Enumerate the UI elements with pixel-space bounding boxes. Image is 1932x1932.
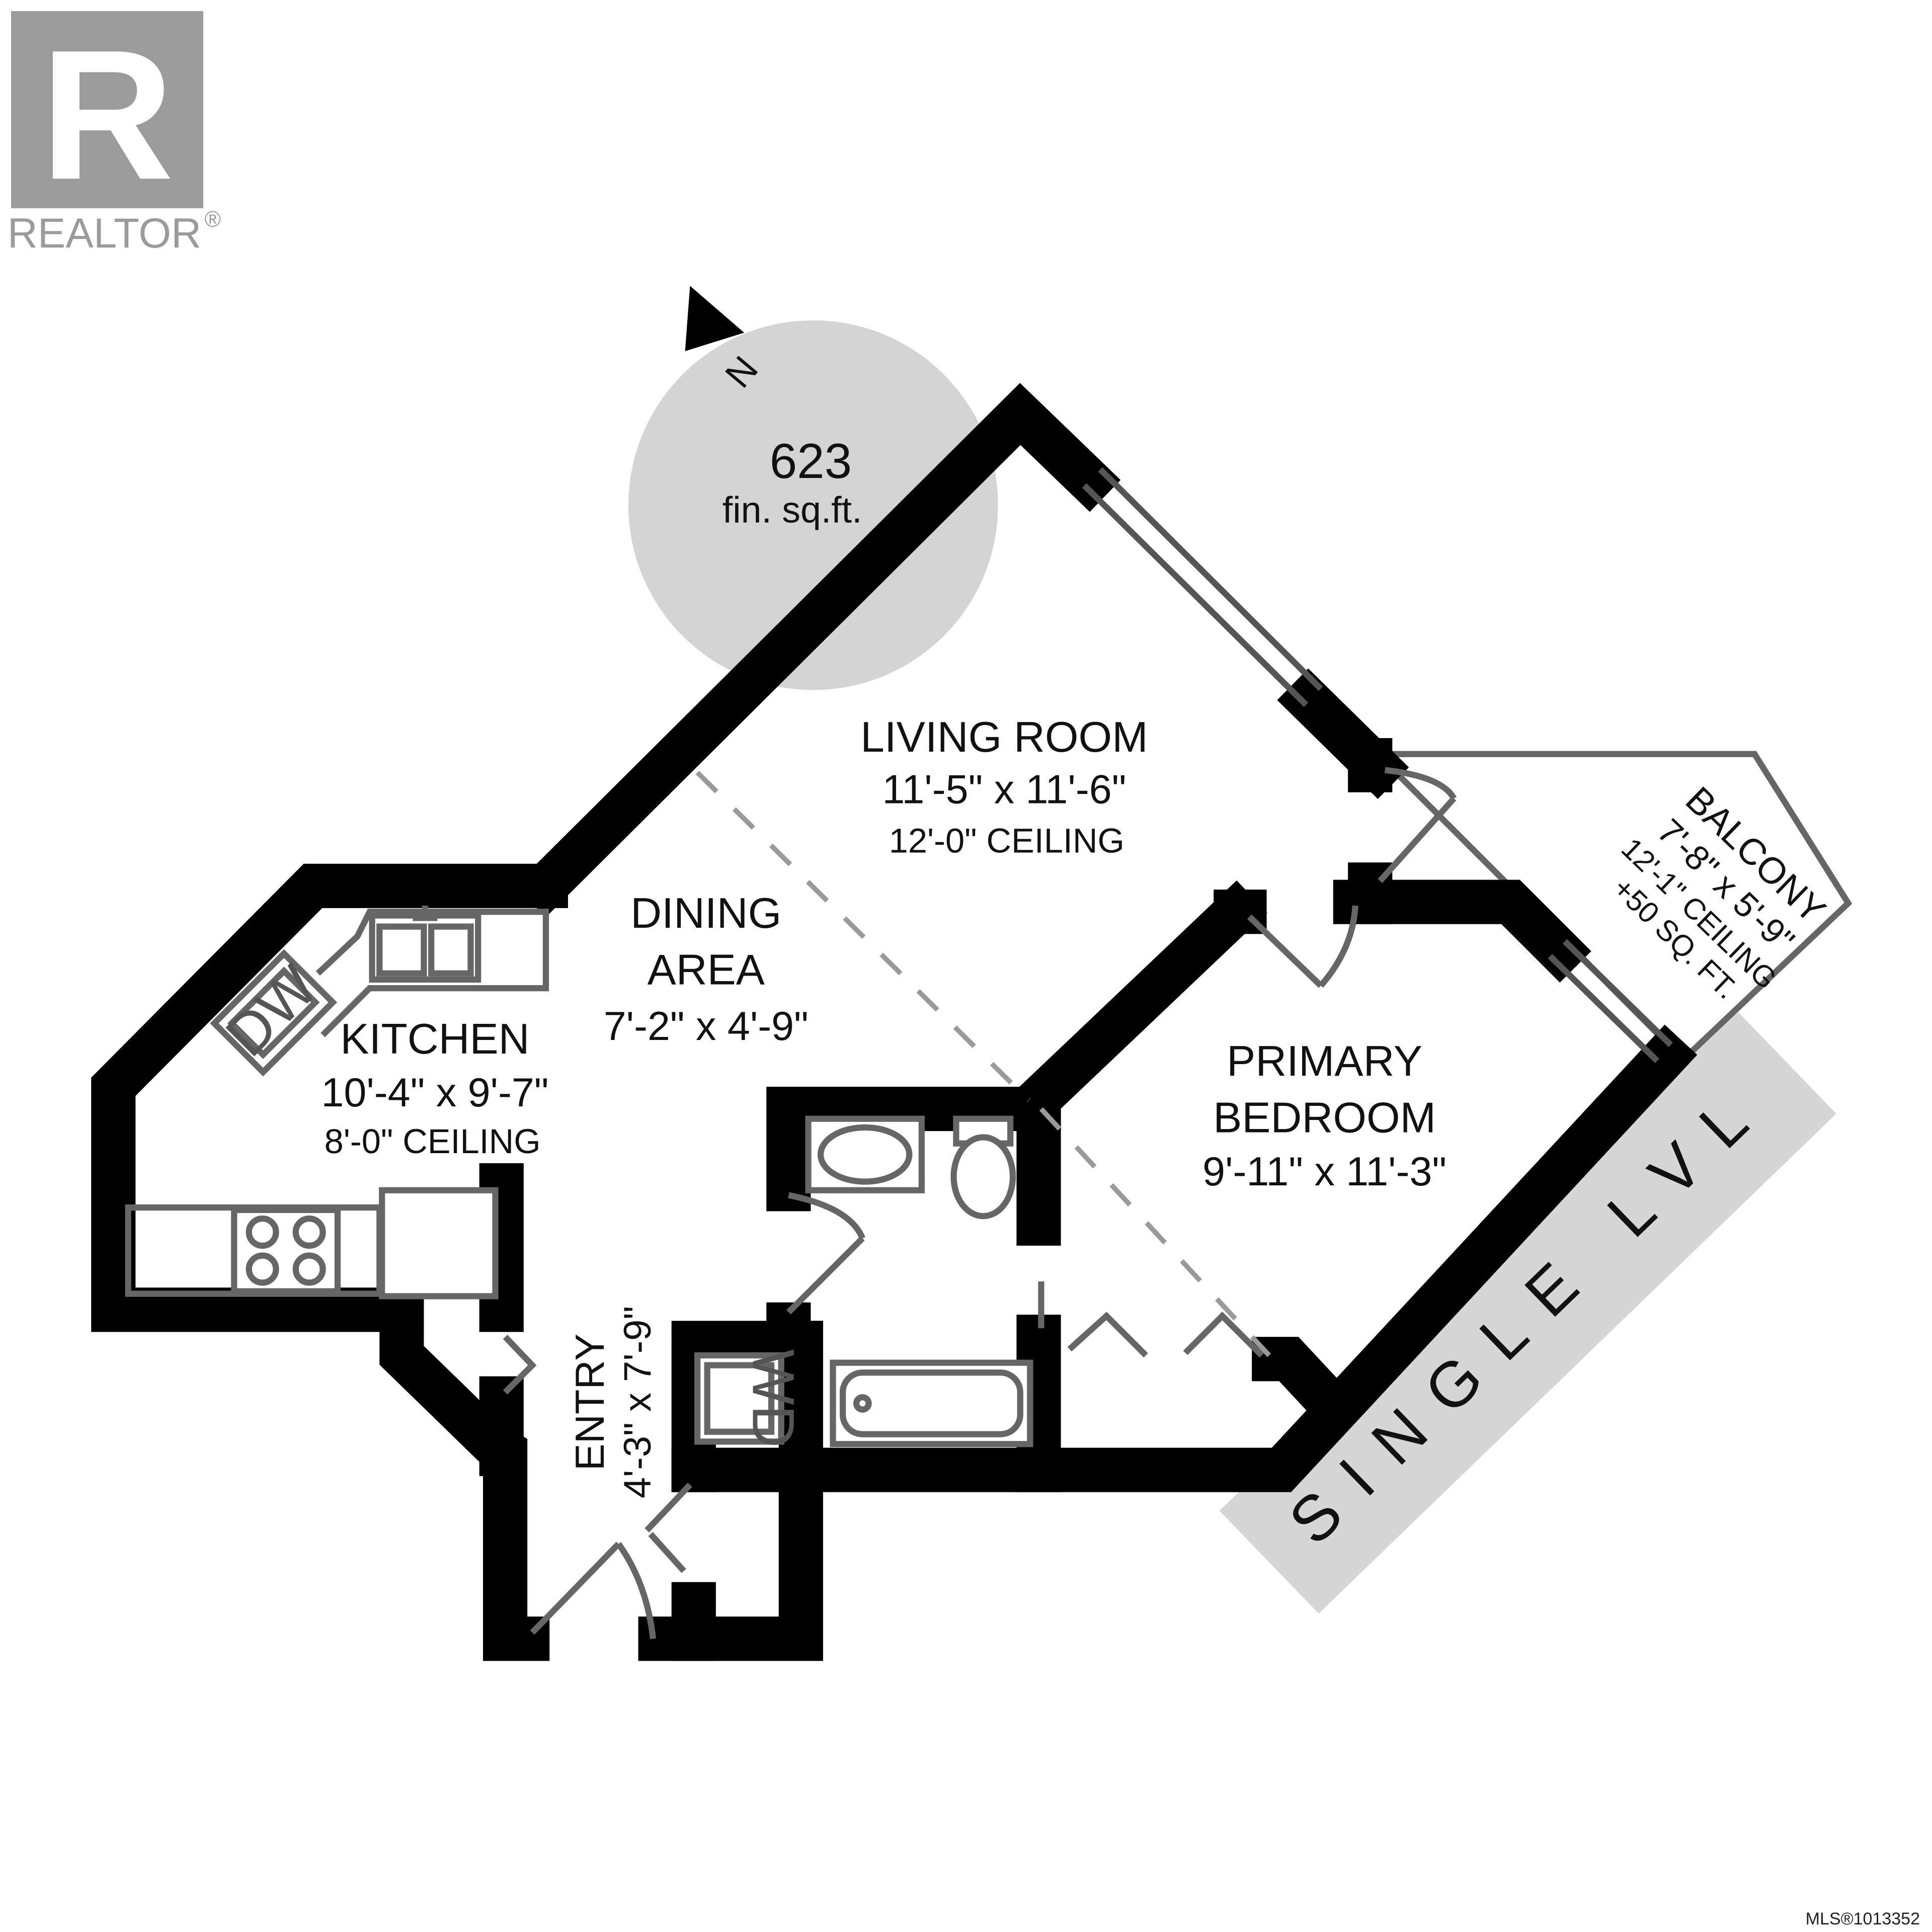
realtor-logo: R REALTOR ®	[8, 11, 221, 257]
wall-closet-stub	[1252, 1337, 1355, 1427]
bathroom-fixtures	[805, 1115, 1033, 1447]
kitchen-ceiling: 8'-0" CEILING	[325, 1122, 541, 1161]
bedroom-name-line2: BEDROOM	[1213, 1094, 1436, 1142]
vanity-sink-icon	[805, 1115, 925, 1193]
realtor-logo-box	[11, 11, 204, 208]
area-disc	[628, 320, 998, 690]
realtor-wordmark: REALTOR	[8, 210, 202, 257]
door-entry-swing	[616, 1542, 657, 1639]
wall-laundry	[671, 1321, 823, 1492]
door-storage-leaf-2	[648, 1532, 686, 1573]
area-unit: fin. sq.ft.	[722, 489, 862, 530]
door-bedroom-leaf	[1247, 914, 1323, 988]
window-living-2	[1098, 467, 1323, 691]
living-room-dimensions: 11'-5" x 11'-6"	[882, 767, 1126, 813]
door-bath-leaf	[786, 1236, 865, 1315]
door-entry-closet	[503, 1334, 537, 1395]
wall-bedroom-north	[1333, 879, 1591, 983]
window-bedroom-2	[1562, 939, 1673, 1048]
kitchen-upper-counter	[315, 909, 549, 1037]
bathtub-icon	[830, 1359, 1033, 1447]
entry-name: ENTRY	[568, 1334, 613, 1471]
door-bedroom-swing	[1318, 905, 1358, 988]
balcony-label: BALCONY 7'-8" x 5'-9" 12'-1" CEILING +50…	[1606, 778, 1834, 1005]
toilet-icon	[950, 1115, 1016, 1220]
divider-bedroom	[1039, 1107, 1271, 1357]
door-balcony-leaf	[1378, 796, 1457, 883]
fridge-icon	[379, 1187, 499, 1300]
living-room-name: LIVING ROOM	[860, 713, 1148, 761]
doors	[503, 767, 1457, 1639]
window-bedroom-1	[1548, 954, 1660, 1063]
washer-dryer-label: WD	[740, 1349, 806, 1448]
washer-dryer-icon: WD	[694, 1349, 806, 1448]
kitchen-name: KITCHEN	[340, 1015, 529, 1063]
sink-icon	[369, 906, 481, 983]
walls	[91, 383, 1698, 1661]
windows	[1082, 467, 1673, 1063]
wall-kitchen-exterior	[91, 863, 568, 1332]
compass: N 623 fin. sq.ft.	[628, 286, 998, 690]
mls-number: MLS®1013352	[1805, 1909, 1920, 1928]
north-arrow-icon	[685, 286, 745, 351]
entry-dimensions: 4'-3" x 7'-9"	[616, 1306, 659, 1498]
wall-south	[778, 1024, 1698, 1492]
level-banner-band	[1219, 1011, 1836, 1614]
stove-icon	[231, 1206, 341, 1295]
door-balcony-swing	[1384, 767, 1457, 800]
dining-name-line1: DINING	[630, 889, 781, 937]
wall-storage	[638, 1447, 823, 1661]
area-value: 623	[770, 433, 852, 489]
wall-living-nw	[514, 383, 1121, 918]
realtor-registered-mark: ®	[205, 207, 221, 232]
dining-name-line2: AREA	[648, 946, 765, 994]
wall-bathroom-north	[766, 1087, 1061, 1212]
window-living-1	[1082, 483, 1309, 707]
living-room-ceiling: 12'-0" CEILING	[889, 822, 1124, 860]
door-bath-swing	[788, 1192, 865, 1240]
bedroom-name-line1: PRIMARY	[1227, 1037, 1422, 1085]
door-entry-leaf	[530, 1542, 621, 1635]
room-dividers	[695, 771, 1271, 1357]
door-closet-bifold-1	[1067, 1312, 1148, 1358]
kitchen-dimensions: 10'-4" x 9'-7"	[321, 1070, 548, 1115]
entry-label: ENTRY 4'-3" x 7'-9"	[568, 1306, 659, 1498]
bedroom-dimensions: 9'-11" x 11'-3"	[1202, 1149, 1446, 1194]
door-closet-bifold-2	[1183, 1311, 1264, 1358]
divider-living-dining	[695, 771, 1031, 1102]
dining-dimensions: 7'-2" x 4'-9"	[604, 1004, 809, 1049]
door-storage-leaf	[645, 1482, 692, 1533]
realtor-logo-letter: R	[40, 11, 174, 218]
